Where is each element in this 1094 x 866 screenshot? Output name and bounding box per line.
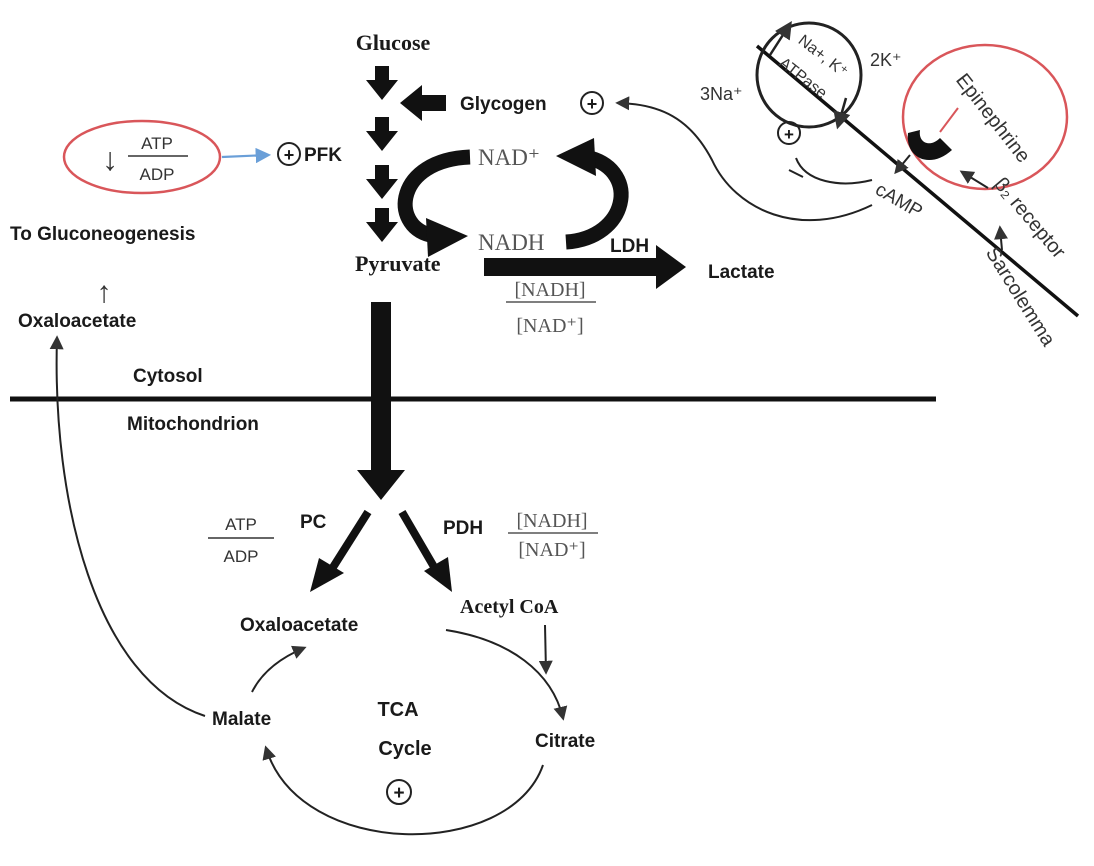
pyruvate-transport-arrow: [357, 302, 405, 500]
camp-to-pump-inhibit-bar: [788, 169, 804, 178]
adp-label-mito: ADP: [224, 547, 259, 566]
malate-label: Malate: [212, 709, 271, 730]
ratio-cyto-denominator: [NAD⁺]: [516, 315, 583, 337]
nadh-to-nad-curve: [565, 150, 629, 250]
nadh-label: NADH: [478, 230, 544, 255]
tca-line2: Cycle: [378, 738, 431, 760]
pc-arrow-shaft: [326, 509, 372, 575]
glycolysis-step-arrow: [366, 165, 398, 199]
na-k-atpase-pump: Na+, K⁺ ATPase: [755, 21, 863, 130]
pfk-label: PFK: [304, 145, 342, 166]
malate-to-oxaloacetate-arc: [251, 645, 307, 693]
camp-to-glycogen-curve: [615, 96, 873, 221]
nad-to-nadh-head: [426, 218, 468, 257]
camp-signal-arrows: [615, 96, 873, 221]
camp-label: cAMP: [872, 179, 926, 223]
atp-label-top: ATP: [141, 134, 173, 153]
tca-plus-badge: +: [386, 779, 412, 805]
pdh-arrow-head: [424, 557, 452, 592]
pc-label: PC: [300, 512, 327, 533]
nadh-to-nad-head: [556, 138, 596, 176]
pdh-arrow-shaft: [398, 509, 441, 575]
nad-plus-label: NAD⁺: [478, 145, 540, 170]
beta2-receptor-shape: [907, 130, 952, 161]
citrate-label: Citrate: [535, 731, 595, 752]
glycogen-label: Glycogen: [460, 94, 547, 115]
glycolysis-arrows: [366, 66, 446, 242]
epinephrine-to-receptor-arrow: [939, 107, 959, 133]
glucose-label: Glucose: [356, 30, 431, 55]
cytosolic-nadh-ratio: [NADH] [NAD⁺]: [506, 279, 596, 337]
glycolysis-step-arrow: [366, 208, 398, 242]
glycolysis-step-arrow: [366, 66, 398, 100]
epinephrine-label: Epinephrine: [951, 69, 1034, 167]
glycogen-plus-badge: +: [580, 91, 604, 115]
pc-pdh-arrows: [310, 509, 452, 592]
tca-cycle-arrows: [49, 335, 568, 836]
tca-line1: TCA: [377, 699, 418, 721]
mito-atp-adp-ratio: ATP ADP: [208, 515, 274, 566]
ldh-label: LDH: [610, 236, 649, 257]
atp-adp-ratio-ellipse: ↓ ATP ADP: [62, 119, 222, 195]
pyruvate-label: Pyruvate: [355, 251, 441, 276]
oxaloacetate-cytosol-label: Oxaloacetate: [18, 311, 136, 332]
glycogen-plus-sign: +: [587, 94, 598, 114]
sarcolemma-membrane-line: [755, 44, 1080, 318]
acetyl-coa-label: Acetyl CoA: [460, 596, 559, 618]
three-na-label: 3Na⁺: [700, 84, 743, 104]
gluconeogenesis-up-arrow: ↑: [97, 276, 112, 309]
lactate-label: Lactate: [708, 262, 775, 283]
receptor-to-camp-arrow: [894, 154, 911, 175]
nad-to-nadh-curve: [397, 149, 471, 243]
ratio-down-arrow: ↓: [102, 141, 118, 177]
epinephrine-ellipse: Epinephrine: [901, 43, 1069, 191]
sarcolemma-pointer-arrow: [994, 225, 1008, 251]
tca-plus-sign: +: [393, 783, 404, 804]
oxaloacetate-to-citrate-arc: [445, 629, 568, 721]
sarcolemma-label: Sarcolemma: [981, 243, 1060, 351]
pump-flow-arrow-bottom: [833, 97, 851, 130]
glycogen-input-arrow: [400, 85, 446, 121]
pump-flow-arrow-top: [768, 21, 792, 56]
ratio-mito-denominator: [NAD⁺]: [518, 539, 585, 561]
mito-nadh-ratio: [NADH] [NAD⁺]: [508, 510, 598, 561]
oxaloacetate-mito-label: Oxaloacetate: [240, 615, 358, 636]
pc-arrow-head: [310, 558, 344, 592]
two-k-label: 2K⁺: [870, 50, 902, 70]
ratio-mito-numerator: [NADH]: [516, 510, 587, 532]
ratio-cyto-numerator: [NADH]: [514, 279, 585, 301]
pfk-plus-badge: +: [277, 142, 301, 166]
cytosol-label: Cytosol: [133, 366, 203, 387]
adp-label-top: ADP: [140, 165, 175, 184]
pdh-label: PDH: [443, 518, 483, 539]
ligand-binding-arrow: [959, 170, 989, 189]
acetylcoa-to-citrate-arrow: [538, 624, 553, 675]
ratio-to-pfk-arrow: [221, 147, 272, 164]
glycolysis-step-arrow: [366, 117, 398, 151]
to-gluconeogenesis-label: To Gluconeogenesis: [10, 224, 195, 245]
pyruvate-to-lactate-arrow: [484, 245, 686, 289]
pump-plus-sign: +: [784, 125, 794, 144]
pfk-plus-sign: +: [284, 145, 295, 165]
atp-label-mito: ATP: [225, 515, 257, 534]
nad-cycle-arrows: [397, 138, 629, 257]
mitochondrion-label: Mitochondrion: [127, 414, 259, 435]
camp-to-pump-curve: [795, 157, 873, 185]
citrate-to-malate-arc: [262, 745, 544, 836]
malate-to-cytosol-oxaloacetate-arc: [49, 335, 206, 717]
pump-plus-badge: +: [777, 121, 801, 145]
